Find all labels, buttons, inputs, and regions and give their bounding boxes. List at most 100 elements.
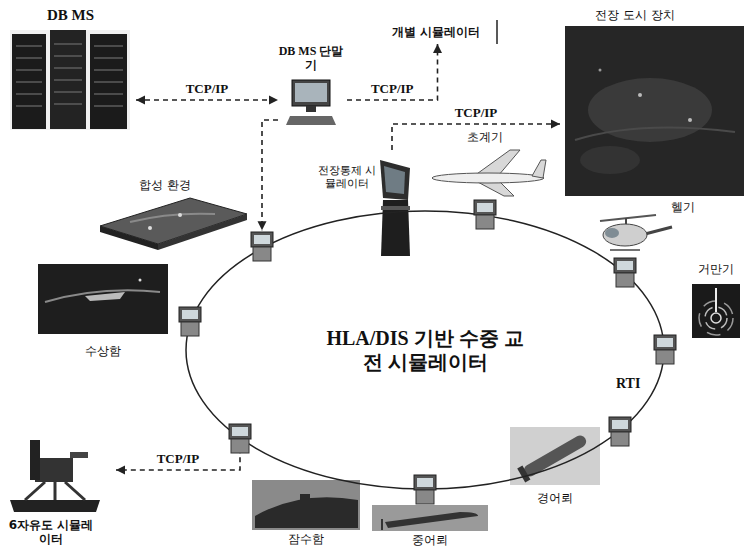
node-label: 전장통제 시뮬레이터 xyxy=(316,164,378,190)
helicopter-image xyxy=(605,228,619,238)
heavy-torpedo-image xyxy=(372,505,488,531)
motion-simulator-image xyxy=(25,482,45,500)
display-screen-image xyxy=(580,146,640,174)
tcp-ip-connector xyxy=(116,439,240,474)
node-label: 초계기 xyxy=(455,130,515,144)
workstation-icon xyxy=(253,247,271,261)
surface-ship-image xyxy=(38,264,168,334)
submarine-image xyxy=(252,480,360,530)
node-label: HLA/DIS 기반 수중 교전 시뮬레이터 xyxy=(325,326,525,374)
node-label: 헬기 xyxy=(660,200,706,214)
node-label: 거만기 xyxy=(688,262,744,276)
motion-simulator-image xyxy=(70,452,88,458)
synthetic-terrain-image xyxy=(148,226,152,230)
control-console-image xyxy=(384,166,405,194)
control-console-image xyxy=(380,160,410,256)
node-label: DB MS 단말기 xyxy=(278,44,344,73)
control-console-image xyxy=(380,160,410,200)
display-screen-image xyxy=(565,26,744,196)
surface-ship-image xyxy=(45,290,160,302)
display-screen-image xyxy=(599,69,602,72)
decoy-image xyxy=(692,284,740,338)
workstation-icon xyxy=(614,258,636,287)
workstation-icon xyxy=(254,235,270,244)
display-screen-image xyxy=(565,26,744,196)
connector-label: TCP/IP xyxy=(155,452,202,467)
arrowhead xyxy=(433,44,442,53)
workstation-icon xyxy=(609,417,631,446)
workstation-icon xyxy=(617,261,633,270)
arrowhead xyxy=(551,120,560,129)
control-node: 전장통제 시뮬레이터 xyxy=(316,150,410,258)
workstation-icon xyxy=(654,335,676,364)
node-label: 잠수함 xyxy=(250,532,362,546)
helicopter-image xyxy=(603,224,647,246)
tcp-ip-connector xyxy=(116,439,240,470)
workstation-icon xyxy=(611,432,629,446)
workstation-icon xyxy=(654,335,676,350)
workstation-icon xyxy=(414,475,436,504)
synthetic-terrain-image xyxy=(178,213,182,217)
workstation-icon xyxy=(251,232,273,261)
submarine-node: 잠수함 xyxy=(250,478,365,548)
display-screen-image xyxy=(638,93,642,97)
motion-simulator-image xyxy=(65,482,85,500)
submarine-image xyxy=(300,494,310,502)
environment-node: 합성 환경 xyxy=(95,178,247,250)
workstation-icon xyxy=(657,338,673,347)
tcp-ip-connector xyxy=(258,120,279,230)
heavy-torpedo-image xyxy=(372,505,488,531)
callout-label: RTI xyxy=(614,376,642,392)
workstation-icon xyxy=(229,424,251,453)
surface-ship-image xyxy=(139,279,142,282)
simulator-node: 개별 시뮬레이터 xyxy=(380,22,495,44)
control-console-image xyxy=(381,200,410,256)
node-label: 개별 시뮬레이터 xyxy=(380,25,492,39)
server-rack-image xyxy=(16,44,123,106)
motion-simulator-image xyxy=(10,500,100,512)
display-node: 전장 도시 장치 xyxy=(560,6,744,198)
workstation-icon xyxy=(474,200,496,229)
workstation-icon xyxy=(477,203,493,212)
helicopter-image xyxy=(645,227,672,234)
tcp-ip-connector xyxy=(392,124,560,150)
decoy-image xyxy=(715,288,717,312)
patrol-aircraft-image xyxy=(474,150,520,176)
torpedo-node: 경어뢰 xyxy=(505,425,608,510)
helicopter-image xyxy=(610,249,640,251)
patrol-aircraft-image xyxy=(532,160,546,178)
node-label: 경어뢰 xyxy=(505,491,605,505)
workstation-icon xyxy=(616,273,634,287)
arrowhead xyxy=(269,96,278,105)
workstation-icon xyxy=(474,200,496,215)
terminal-image xyxy=(306,106,316,112)
connector-label: TCP/IP xyxy=(453,106,500,121)
light-torpedo-image xyxy=(517,466,530,483)
ship-node: 수상함 xyxy=(35,262,173,362)
motion-simulator-image xyxy=(30,440,40,480)
decoy-node: 거만기 xyxy=(688,262,747,342)
arrowhead xyxy=(116,466,125,475)
arrowhead xyxy=(258,221,267,230)
tcp-ip-connector xyxy=(136,99,278,101)
motion-simulator-image xyxy=(10,440,100,512)
terminal-image xyxy=(286,80,336,125)
node-label: DB MS xyxy=(8,6,133,24)
decoy-image xyxy=(711,313,721,323)
surface-ship-image xyxy=(85,292,125,301)
workstation-icon xyxy=(656,350,674,364)
connector-label: TCP/IP xyxy=(369,82,416,97)
display-screen-image xyxy=(575,128,735,141)
motion-simulator-image xyxy=(54,482,57,500)
workstation-icon xyxy=(232,427,248,436)
workstation-icon xyxy=(231,439,249,453)
synthetic-terrain-image xyxy=(158,214,247,250)
arrowhead xyxy=(136,96,145,105)
synthetic-terrain-image xyxy=(100,198,247,250)
helicopter-node: 헬기 xyxy=(598,198,708,256)
workstation-icon xyxy=(417,478,433,487)
patrol-aircraft-image xyxy=(432,150,546,196)
aircraft-node: 초계기 xyxy=(425,130,547,198)
surface-ship-image xyxy=(38,264,168,334)
control-console-image xyxy=(381,206,410,210)
